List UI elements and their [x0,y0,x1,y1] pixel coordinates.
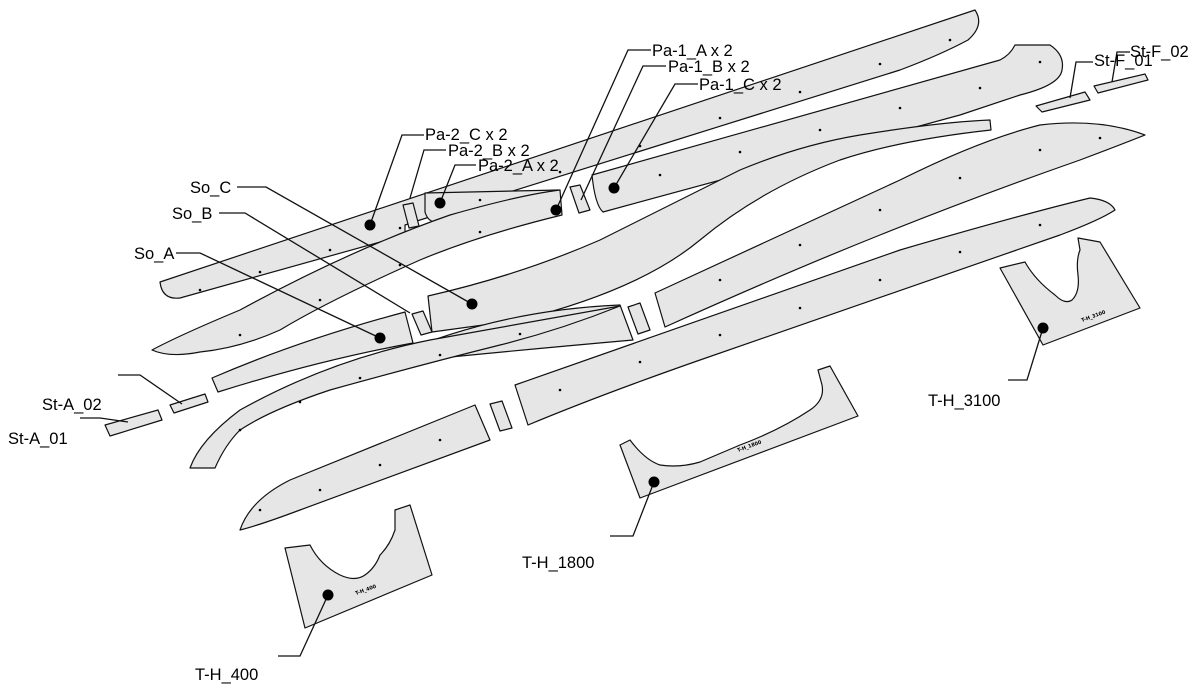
label-so-c: So_C [190,179,231,197]
label-st-a-01: St-A_01 [8,430,68,448]
labels: Pa-2_C x 2 Pa-2_B x 2 Pa-2_A x 2 Pa-1_A … [8,42,1189,684]
part-st-f-02 [1093,73,1149,94]
part-st-strip-2 [489,400,513,432]
part-th-1800 [619,365,859,499]
label-st-f-02: St-F_02 [1130,43,1189,61]
part-so-a [211,311,414,393]
part-st-f-01 [1035,91,1091,113]
label-pa1-a: Pa-1_A x 2 [652,42,733,60]
label-pa2-c: Pa-2_C x 2 [425,126,508,144]
label-st-f-01: St-F_01 [1094,52,1153,70]
leaders [80,49,1130,657]
label-pa1-c: Pa-1_C x 2 [699,76,782,94]
part-st-a-01 [104,409,163,437]
part-so-c [427,119,992,333]
part-right-long [654,122,1146,328]
part-pa1-c [591,44,1064,213]
label-th-3100: T-H_3100 [928,392,1000,410]
part-bottom-left-curve [189,305,621,469]
part-pa1-a [151,189,563,356]
fastener-holes [198,38,1102,512]
label-st-a-02: St-A_02 [42,396,102,414]
label-pa1-b: Pa-1_B x 2 [668,58,750,76]
part-right-lower-long [514,197,1116,426]
label-th-1800: T-H_1800 [522,554,594,572]
label-so-b: So_B [172,205,212,223]
part-pa1-b [569,184,591,214]
part-so-strip-1 [627,302,651,335]
part-so-b [411,310,433,336]
part-th-400 [284,504,433,629]
part-bottom-long [239,404,491,531]
label-th-400: T-H_400 [195,666,258,684]
part-th-3100 [999,237,1141,346]
label-pa2-b: Pa-2_B x 2 [448,142,530,160]
label-pa2-a: Pa-2_A x 2 [478,157,559,175]
part-st-a-02 [169,393,209,414]
label-so-a: So_A [134,245,174,263]
